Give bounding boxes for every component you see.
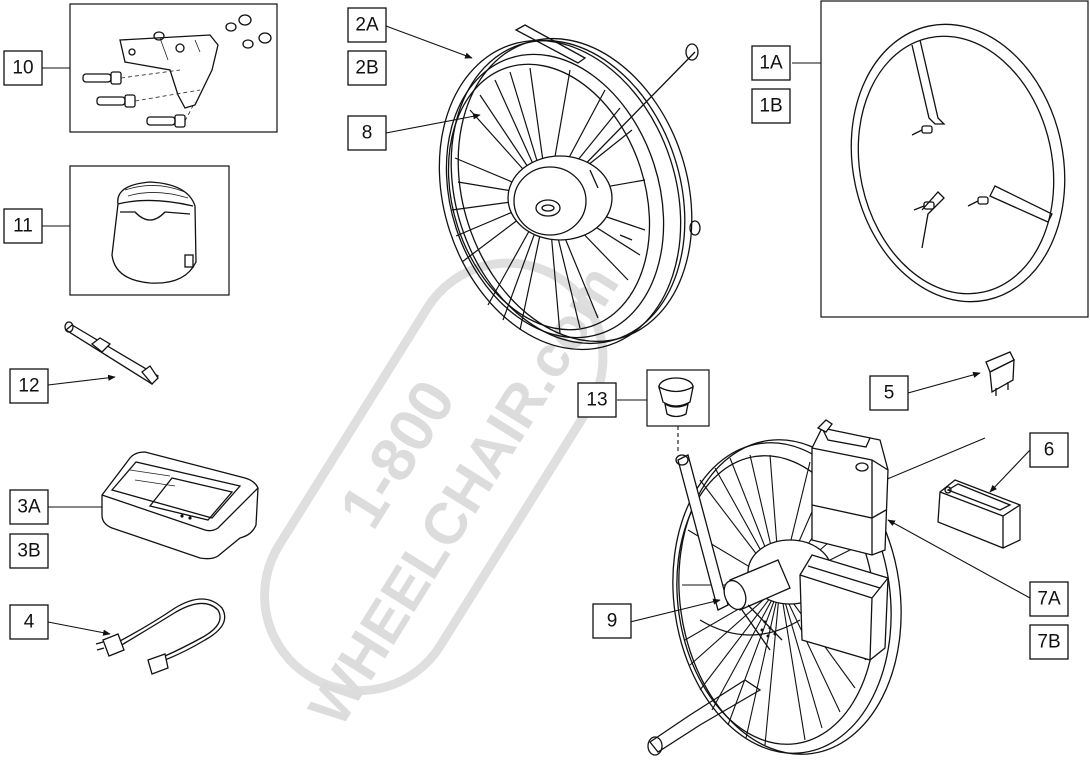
part-1-handrim <box>820 0 1089 318</box>
part-11-frame <box>69 165 230 296</box>
callout-5-label: 5 <box>884 383 895 404</box>
callout-9: 9 <box>592 603 632 639</box>
watermark: 1-800 WHEELCHAIR.com <box>260 254 631 737</box>
part-7-drive-wheel <box>647 419 902 756</box>
callout-7a: 7A <box>1029 581 1069 617</box>
callout-11: 11 <box>3 208 43 244</box>
callout-3b: 3B <box>9 533 49 569</box>
callout-7b: 7B <box>1029 624 1069 660</box>
callout-12: 12 <box>9 368 49 404</box>
callout-5: 5 <box>869 375 909 411</box>
callout-10-label: 10 <box>12 58 33 79</box>
callout-8-label: 8 <box>362 123 373 144</box>
callout-7a-label: 7A <box>1037 589 1061 610</box>
part-13-cap <box>646 369 710 427</box>
part-3-charger <box>101 451 259 560</box>
callout-1a-label: 1A <box>759 53 783 74</box>
callout-3b-label: 3B <box>17 541 40 562</box>
callout-2b: 2B <box>347 50 387 86</box>
callout-3a-label: 3A <box>17 497 41 518</box>
callout-6-label: 6 <box>1044 440 1055 461</box>
callout-8: 8 <box>347 115 387 151</box>
callout-11-label: 11 <box>13 216 33 237</box>
part-6-battery-tray <box>937 479 1021 549</box>
callout-6: 6 <box>1029 432 1069 468</box>
callout-9-label: 9 <box>607 611 618 632</box>
part-4-power-cord <box>95 598 226 675</box>
callout-2b-label: 2B <box>355 58 378 79</box>
callout-2a-label: 2A <box>355 15 379 36</box>
callout-10: 10 <box>3 50 43 86</box>
callout-7b-label: 7B <box>1037 632 1060 653</box>
callout-2a: 2A <box>347 7 387 43</box>
callout-13-label: 13 <box>586 390 607 411</box>
callout-1a: 1A <box>751 45 791 81</box>
part-12-axle <box>64 321 159 385</box>
callout-12-label: 12 <box>18 376 39 397</box>
part-11-hub-cover <box>69 165 230 296</box>
callout-13: 13 <box>577 382 617 418</box>
callout-1b-label: 1B <box>759 96 782 117</box>
callout-4-label: 4 <box>24 612 35 633</box>
part-10-frame <box>69 3 278 133</box>
part-1-frame <box>820 0 1089 318</box>
part-5-fuse <box>985 351 1015 396</box>
part-10-bracket-hardware <box>69 3 278 133</box>
callout-4: 4 <box>9 604 49 640</box>
callout-1b: 1B <box>751 88 791 124</box>
callout-3a: 3A <box>9 489 49 525</box>
part-8-wheel-assembly <box>438 24 701 351</box>
